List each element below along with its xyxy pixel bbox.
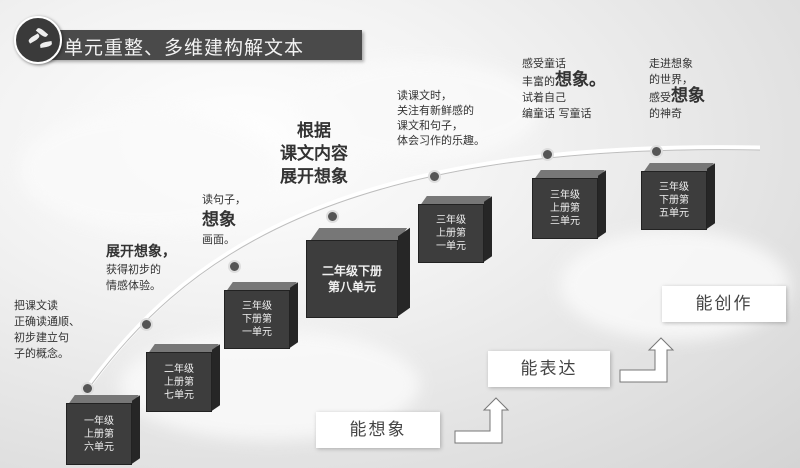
annotation-5: 读课文时， 关注有新鲜感的 课文和句子， 体会习作的乐趣。 xyxy=(397,89,485,147)
cloud xyxy=(300,60,540,160)
curve-dot-4 xyxy=(326,210,339,223)
title-bar xyxy=(30,30,362,60)
ability-express-label: 能表达 xyxy=(488,351,610,387)
page-title: 单元重整、多维建构解文本 xyxy=(64,37,305,59)
ability-create-label: 能创作 xyxy=(662,286,786,322)
annotation-1: 把课文读 正确读通顺、 初步建立句 子的概念。 xyxy=(14,299,80,360)
progress-curve-shade xyxy=(85,149,761,393)
annotation-3: 读句子， 想象 画面。 xyxy=(202,193,246,246)
curve-dot-2 xyxy=(140,318,153,331)
annotation-7: 走进想象 的世界， 感受想象 的神奇 xyxy=(649,57,705,120)
curve-dot-7 xyxy=(650,145,663,158)
ability-think-label: 能想象 xyxy=(316,412,440,448)
step-arrow-2 xyxy=(619,337,675,383)
curve-dot-6 xyxy=(541,148,554,161)
progress-curve xyxy=(83,145,761,392)
curve-dot-1 xyxy=(81,382,94,395)
curve-dot-5 xyxy=(428,170,441,183)
cloud xyxy=(20,110,280,230)
annotation-4: 根据 课文内容 展开想象 xyxy=(280,121,348,187)
annotation-6: 感受童话 丰富的想象。 试着自己 编童话 写童话 xyxy=(522,57,606,120)
title-emblem-icon xyxy=(14,16,62,64)
annotation-2: 展开想象， 获得初步的 情感体验。 xyxy=(106,244,176,292)
curve-dot-3 xyxy=(228,260,241,273)
step-arrow-1 xyxy=(454,397,510,444)
